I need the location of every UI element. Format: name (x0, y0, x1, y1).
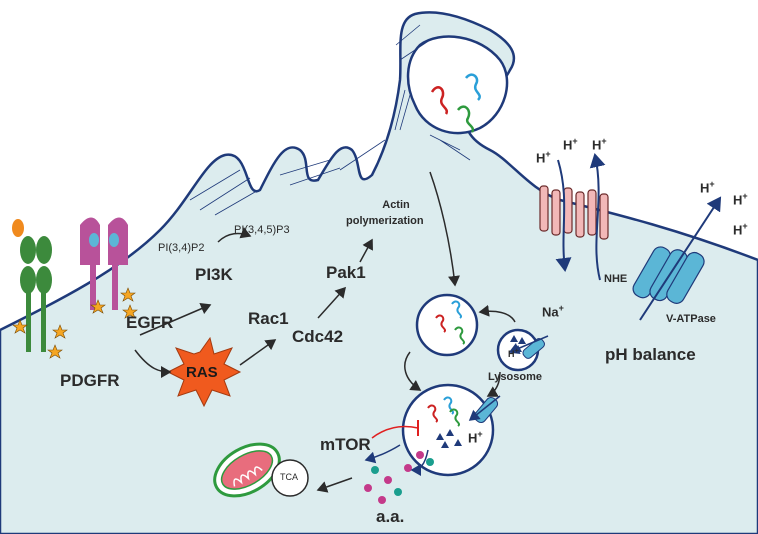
actin-label-line2: polymerization (346, 215, 424, 227)
hplus-label-4: H+ (700, 179, 715, 196)
phospho-stars (12, 287, 138, 359)
hplus-label-2: H+ (563, 136, 578, 153)
rac1-label: Rac1 (248, 309, 289, 328)
macropinosome-cargo (435, 300, 465, 345)
pi345p3-label: PI(3,4,5)P3 (234, 224, 290, 236)
hplus-label-6: H+ (733, 221, 748, 238)
pi3k-label: PI3K (195, 265, 233, 284)
pi34p2-label: PI(3,4)P2 (158, 242, 205, 254)
pdgfr-receptor (12, 219, 52, 352)
cargo-proteins (430, 73, 481, 133)
tca-label: TCA (280, 472, 298, 482)
aa-to-mtor-arrows (364, 444, 429, 476)
macropinocytic-cup (406, 35, 509, 135)
hplus-label-5: H+ (733, 191, 748, 208)
lysosome-label: Lysosome (488, 371, 543, 383)
autolysosome (401, 383, 495, 477)
hplus-label-1: H+ (536, 149, 551, 166)
ras-label: RAS (186, 364, 218, 381)
actin-filaments (189, 24, 471, 216)
mitochondrion (213, 442, 281, 498)
hplus-label-3: H+ (592, 136, 607, 153)
nhe-transporter (539, 153, 609, 281)
pak1-label: Pak1 (326, 263, 366, 282)
aa-label: a.a. (376, 507, 405, 526)
autolysosome-triangles (436, 429, 462, 448)
cdc42-label: Cdc42 (292, 327, 344, 346)
mtor-label: mTOR (320, 435, 371, 454)
autolysosome-hplus: H+ (468, 429, 483, 446)
vatpase-pump (632, 196, 722, 321)
autolysosome-pump (468, 395, 501, 424)
egfr-label: EGFR (126, 313, 174, 332)
nhe-label: NHE (604, 273, 628, 285)
tca-circle (271, 459, 309, 497)
lysosome-hplus: H+ (508, 346, 519, 359)
pdgfr-label: PDGFR (60, 371, 120, 390)
mtor-inhibition (371, 420, 419, 439)
ph-balance-label: pH balance (605, 345, 696, 364)
actin-label-line1: Actin (382, 199, 410, 211)
autolysosome-cargo (427, 396, 460, 427)
lysosome-pump (508, 335, 549, 359)
amino-acids (364, 451, 434, 504)
cell-cytoplasm (0, 11, 758, 534)
vatpase-label: V-ATPase (666, 313, 716, 325)
na-label: Na+ (542, 303, 564, 320)
ras-star (166, 336, 242, 408)
macropinosome (415, 293, 479, 357)
egfr-receptor (80, 217, 128, 310)
pathway-arrows (134, 171, 516, 493)
